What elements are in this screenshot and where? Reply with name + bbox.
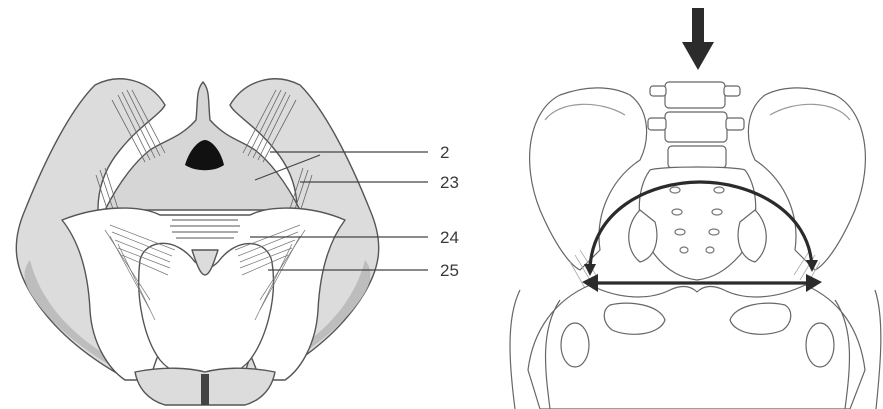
label-24: 24 — [440, 228, 459, 247]
down-arrow-icon — [682, 8, 714, 70]
sacrum — [639, 167, 755, 280]
label-23: 23 — [440, 173, 459, 192]
label-25: 25 — [440, 261, 459, 280]
left-pelvis-panel — [16, 79, 428, 405]
pubic-symphysis — [201, 374, 209, 405]
femur-right — [875, 290, 881, 409]
label-2: 2 — [440, 143, 449, 162]
lumbar-vertebra — [648, 82, 744, 168]
right-pelvis-panel — [510, 82, 881, 409]
femur-left — [510, 290, 520, 409]
pubic-ring — [528, 285, 865, 409]
